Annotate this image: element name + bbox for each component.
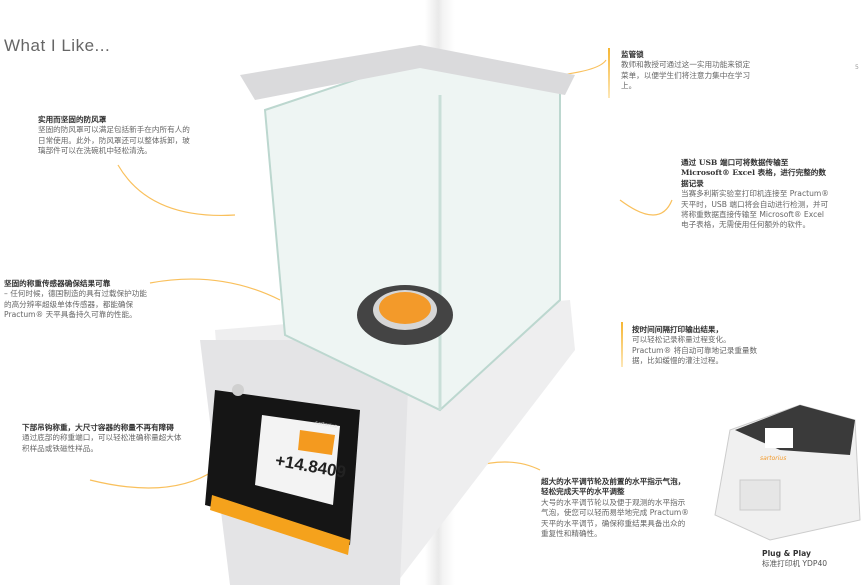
level-bubble — [232, 384, 244, 396]
feature-heading: 按时间间隔打印输出结果， — [632, 325, 724, 334]
feature-body: – 任何时候，德国制造的具有过载保护功能的高分辨率超级单体传感器，都能确保Pra… — [4, 289, 147, 320]
printer-brand: sartorius — [760, 455, 786, 462]
feature-heading: 通过 USB 端口可将数据传输至 Microsoft® Excel 表格，进行完… — [681, 158, 826, 188]
page-number: 5 — [855, 64, 859, 71]
feature-windshield: 实用而坚固的防风罩 坚固的防风罩可以满足包括新手在内所有人的日常使用。此外，防风… — [38, 115, 193, 157]
callout-curve-sensor — [149, 278, 281, 301]
display-brand: sartorius — [315, 420, 338, 430]
feature-sensor: 坚固的称重传感器确保结果可靠 – 任何时候，德国制造的具有过载保护功能的高分辨率… — [4, 279, 154, 321]
feature-heading: 下部吊钩称重，大尺寸容器的称量不再有障碍 — [22, 423, 174, 432]
feature-body: 当赛多利斯实验室打印机连接至 Practum® 天平时，USB 端口将会自动进行… — [681, 189, 829, 230]
callout-curve-hook — [89, 469, 216, 489]
printer-illustration — [714, 404, 861, 541]
feature-heading: 监管锁 — [621, 50, 644, 59]
printer-caption: Plug & Play 标准打印机 YDP40 — [762, 549, 827, 570]
accent-bar — [608, 48, 610, 98]
feature-body: 可以轻松记录称量过程变化。 Practum® 将自动可靠地记录重量数据，比如缓慢… — [632, 335, 758, 366]
page-title: What I Like... — [4, 36, 111, 55]
balance-illustration — [200, 45, 575, 585]
feature-body: 教师和教授可通过这一实用功能来锁定菜单，以便学生们将注意力集中在学习上。 — [621, 60, 751, 91]
feature-lock: 监管锁 教师和教授可通过这一实用功能来锁定菜单，以便学生们将注意力集中在学习上。 — [621, 50, 753, 92]
feature-body: 大号的水平调节轮以及便于观测的水平指示气泡，使您可以轻而易举地完成 Practu… — [541, 497, 689, 539]
callout-curve-windshield — [117, 164, 236, 217]
feature-body: 坚固的防风罩可以满足包括新手在内所有人的日常使用。此外，防风罩还可以整体拆卸，玻… — [38, 125, 190, 156]
feature-interval-print: 按时间间隔打印输出结果， 可以轻松记录称量过程变化。 Practum® 将自动可… — [632, 325, 772, 367]
feature-heading: 超大的水平调节轮及前置的水平指示气泡，轻松完成天平的水平调整 — [541, 477, 686, 497]
callout-curve-usb — [619, 199, 673, 216]
sample-dish — [379, 292, 431, 324]
feature-usb: 通过 USB 端口可将数据传输至 Microsoft® Excel 表格，进行完… — [681, 158, 831, 231]
feature-hook: 下部吊钩称重，大尺寸容器的称量不再有障碍 通过底部的称重端口，可以轻松准确称量超… — [22, 423, 184, 454]
feature-heading: 实用而坚固的防风罩 — [38, 115, 107, 124]
callout-curve-lock — [559, 59, 607, 76]
feature-body: 通过底部的称重端口，可以轻松准确称量超大体积样品或铁磁性样品。 — [22, 433, 182, 453]
feature-heading: 坚固的称重传感器确保结果可靠 — [4, 279, 111, 288]
printer-caption-title: Plug & Play — [762, 549, 811, 558]
accent-bar — [621, 322, 623, 367]
printer-caption-sub: 标准打印机 YDP40 — [762, 559, 828, 569]
feature-leveling: 超大的水平调节轮及前置的水平指示气泡，轻松完成天平的水平调整 大号的水平调节轮以… — [541, 477, 691, 539]
